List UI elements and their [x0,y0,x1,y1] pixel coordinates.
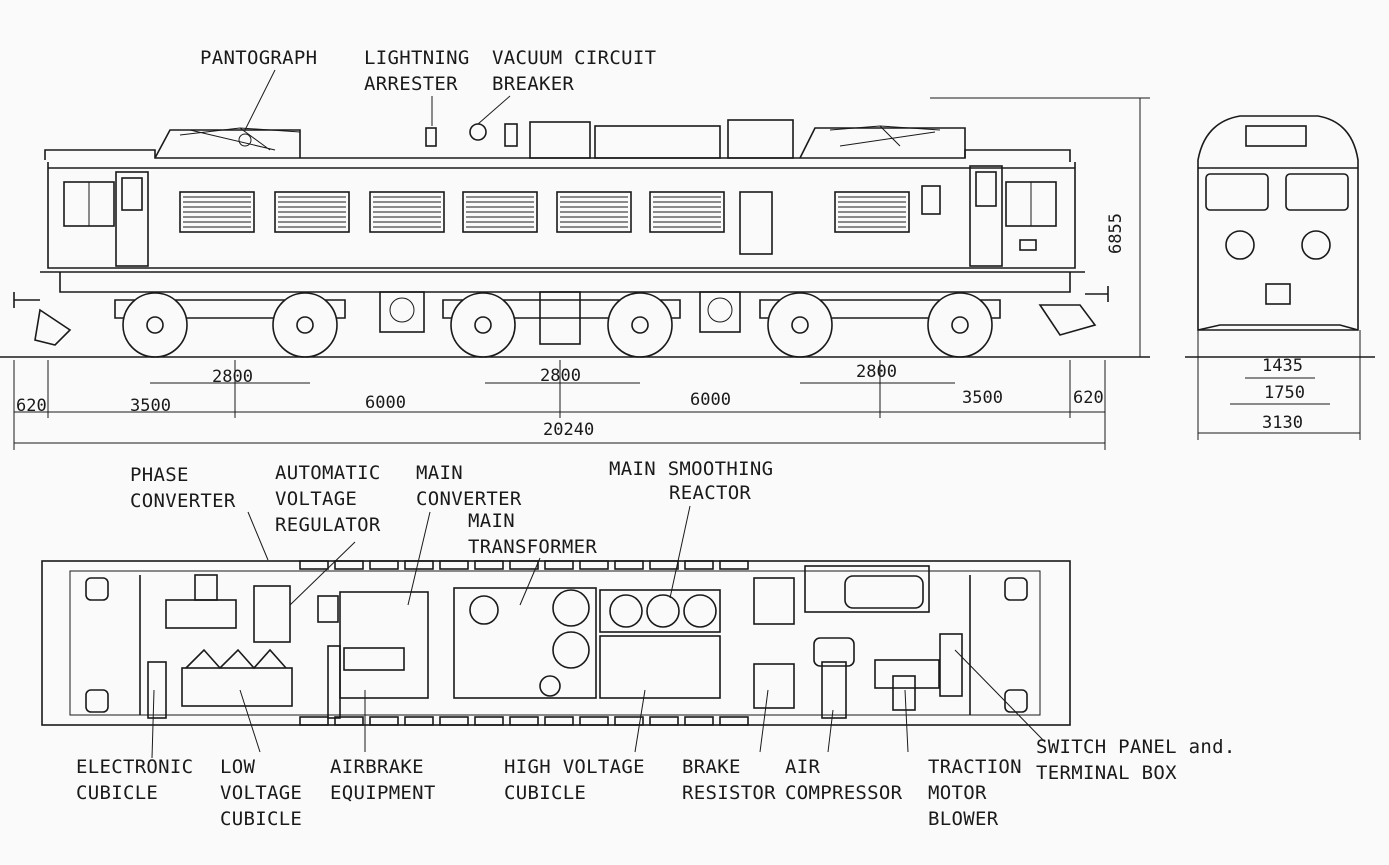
cover-tab [334,560,364,570]
louvre-grille [274,191,350,233]
cover-tab [649,560,679,570]
cover-tab [649,716,679,726]
label-airbrake-2: EQUIPMENT [330,782,436,804]
label-pantograph: PANTOGRAPH [200,47,318,69]
label-lv-cubicle-1: LOW [220,756,256,778]
cover-tab [614,560,644,570]
cover-tab [719,716,749,726]
louvre-grille [649,191,725,233]
cover-tab [404,560,434,570]
label-vacuum-circuit-breaker-2: BREAKER [492,73,575,95]
label-hv-cubicle-1: HIGH VOLTAGE [504,756,645,778]
cover-tab [579,716,609,726]
label-switch-panel-2: TERMINAL BOX [1036,762,1177,784]
cover-tab [299,716,329,726]
louvre-grille [369,191,445,233]
label-air-compressor-1: AIR [785,756,821,778]
cover-tab [579,560,609,570]
dim-620-left: 620 [16,396,47,416]
dim-1435: 1435 [1262,356,1303,376]
label-avr-3: REGULATOR [275,514,381,536]
label-main-converter-1: MAIN [416,462,463,484]
label-airbrake-1: AIRBRAKE [330,756,424,778]
cover-tab [719,560,749,570]
label-switch-panel-1: SWITCH PANEL and. [1036,736,1236,758]
cover-tab [299,560,329,570]
louvre-grille [462,191,538,233]
dim-2800-a: 2800 [212,367,253,387]
cover-tab [439,560,469,570]
dim-6855: 6855 [1106,213,1126,254]
wheel [272,292,338,358]
label-air-compressor-2: COMPRESSOR [785,782,903,804]
label-main-converter-2: CONVERTER [416,488,522,510]
label-brake-resistor-1: BRAKE [682,756,741,778]
cover-tab [439,716,469,726]
wheel [927,292,993,358]
label-avr-1: AUTOMATIC [275,462,381,484]
label-lightning-arrester-1: LIGHTNING [364,47,470,69]
dim-3500-left: 3500 [130,396,171,416]
louvre-grille [834,191,910,233]
label-avr-2: VOLTAGE [275,488,358,510]
label-main-transformer-2: TRANSFORMER [468,536,598,558]
label-tm-blower-2: MOTOR [928,782,987,804]
louvre-grille [179,191,255,233]
cover-tab [614,716,644,726]
dim-3500-right: 3500 [962,388,1003,408]
wheel [607,292,673,358]
dim-3130: 3130 [1262,413,1303,433]
label-brake-resistor-2: RESISTOR [682,782,776,804]
cover-tab [474,716,504,726]
dim-6000-a: 6000 [365,393,406,413]
cover-tab [544,716,574,726]
label-electronic-cubicle-1: ELECTRONIC [76,756,194,778]
bogie [759,292,1001,358]
label-phase-converter-1: PHASE [130,464,189,486]
dim-1750: 1750 [1264,383,1305,403]
label-main-smoothing-reactor-2: REACTOR [669,482,752,504]
cover-tab [369,560,399,570]
label-hv-cubicle-2: CUBICLE [504,782,587,804]
label-lv-cubicle-3: CUBICLE [220,808,303,830]
label-main-smoothing-reactor-1: MAIN SMOOTHING [609,458,774,480]
bogie [114,292,346,358]
label-tm-blower-3: BLOWER [928,808,999,830]
louvre-grille [556,191,632,233]
label-electronic-cubicle-2: CUBICLE [76,782,159,804]
dim-2800-c: 2800 [856,362,897,382]
label-lv-cubicle-2: VOLTAGE [220,782,303,804]
cover-tab [404,716,434,726]
cover-tab [509,560,539,570]
dim-20240: 20240 [543,420,595,440]
wheel [767,292,833,358]
label-tm-blower-1: TRACTION [928,756,1022,778]
label-main-transformer-1: MAIN [468,510,515,532]
cover-tab [509,716,539,726]
cover-tab [544,560,574,570]
dim-6000-b: 6000 [690,390,731,410]
wheel [122,292,188,358]
bogie [442,292,681,358]
cover-tab [684,716,714,726]
label-lightning-arrester-2: ARRESTER [364,73,458,95]
cover-tab [369,716,399,726]
label-vacuum-circuit-breaker-1: VACUUM CIRCUIT [492,47,657,69]
cover-tab [334,716,364,726]
dim-620-right: 620 [1073,388,1104,408]
wheel [450,292,516,358]
cover-tab [474,560,504,570]
dim-2800-b: 2800 [540,366,581,386]
cover-tab [684,560,714,570]
label-phase-converter-2: CONVERTER [130,490,236,512]
